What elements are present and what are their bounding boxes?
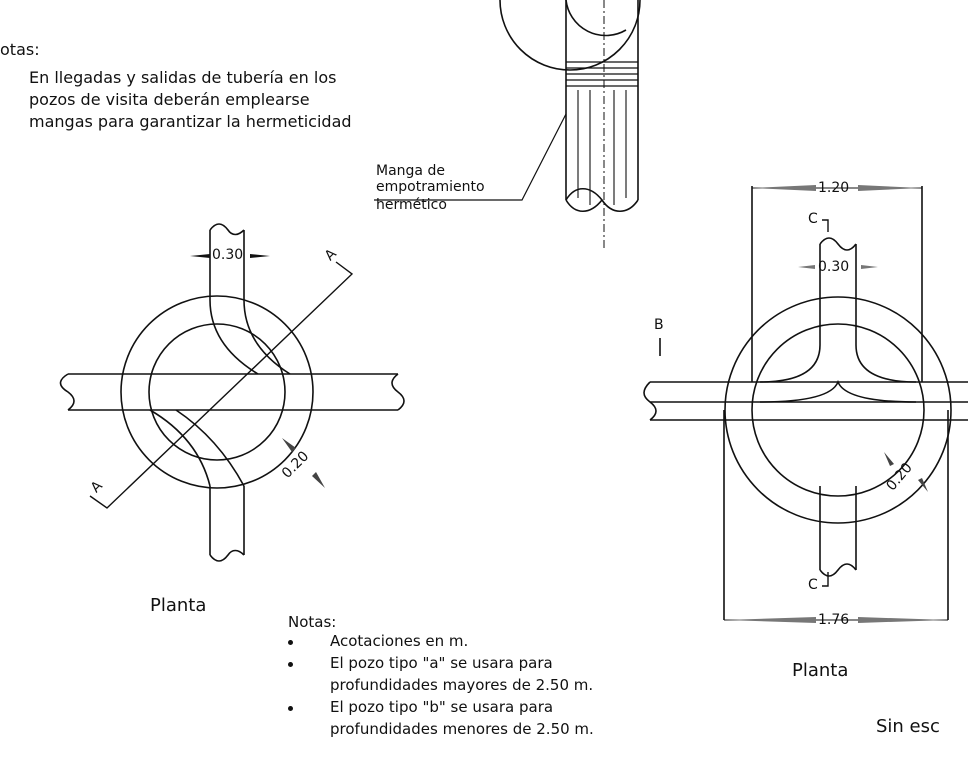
note-item-1: Acotaciones en m. — [330, 632, 469, 650]
right-caption: Planta — [792, 660, 849, 681]
notes-bottom-heading: Notas: — [288, 613, 337, 631]
plan-left — [59, 223, 405, 562]
right-dim-top: 1.20 — [818, 180, 850, 196]
note-item-4: El pozo tipo "b" se usara para — [330, 698, 554, 716]
right-section-c-top: C — [808, 211, 818, 227]
elevation-detail — [374, 0, 641, 248]
callout-line-1: Manga de — [376, 163, 445, 179]
left-dim-pipe: 0.30 — [212, 247, 244, 263]
callout-line-3: hermético — [376, 197, 447, 213]
right-dim-bottom: 1.76 — [818, 612, 850, 628]
note-item-3: profundidades mayores de 2.50 m. — [330, 676, 594, 694]
right-section-c-bottom: C — [808, 577, 818, 593]
pipe-flutes — [577, 90, 627, 205]
note-item-2: El pozo tipo "a" se usara para — [330, 654, 553, 672]
notes-top-line-2: pozos de visita deberán emplearse — [29, 90, 310, 109]
notes-top-line-1: En llegadas y salidas de tubería en los — [29, 68, 337, 87]
sleeve-bands — [566, 61, 638, 87]
right-dim-pipe: 0.30 — [818, 259, 850, 275]
bullet-3 — [288, 706, 293, 711]
left-caption: Planta — [150, 595, 207, 616]
notes-top-heading: otas: — [0, 40, 40, 59]
right-section-b: B — [654, 317, 664, 333]
callout-line-2: empotramiento — [376, 179, 485, 195]
note-item-5: profundidades menores de 2.50 m. — [330, 720, 594, 738]
plan-right — [643, 185, 968, 623]
notes-top-line-3: mangas para garantizar la hermeticidad — [29, 112, 352, 131]
scale-note: Sin esc — [876, 716, 940, 737]
bullet-1 — [288, 640, 293, 645]
bullet-2 — [288, 662, 293, 667]
